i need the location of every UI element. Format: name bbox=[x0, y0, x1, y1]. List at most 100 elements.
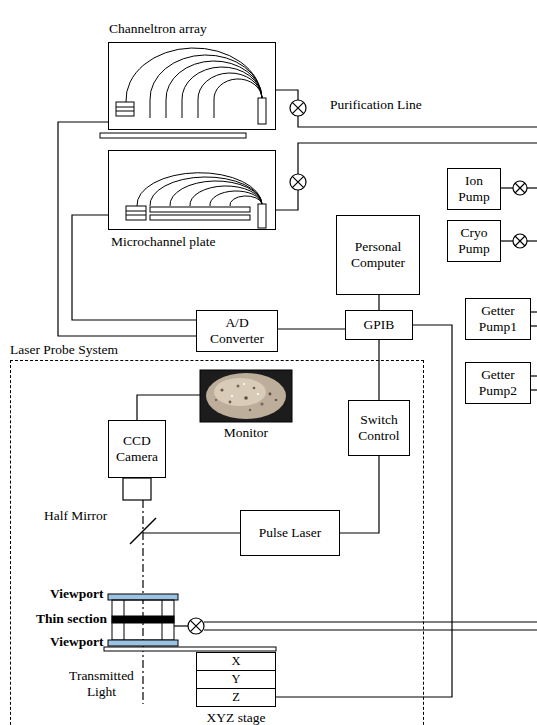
signal-wire bbox=[378, 295, 379, 310]
node-label: Personal Computer bbox=[341, 239, 415, 270]
node-label: Pulse Laser bbox=[259, 525, 322, 541]
connectors bbox=[58, 122, 452, 697]
pump-box: Getter Pump2 bbox=[465, 362, 531, 404]
monitor-picture-part bbox=[249, 409, 251, 411]
monitor-picture-part bbox=[253, 387, 256, 390]
part-label: Half Mirror bbox=[44, 508, 107, 524]
gas-pipes-part bbox=[527, 187, 537, 188]
mcp-internals-part bbox=[230, 196, 262, 206]
gas-pipes-part bbox=[531, 375, 537, 376]
mcp-internals-part bbox=[210, 191, 262, 206]
channeltron-internals-part bbox=[198, 100, 199, 118]
channeltron-internals-part bbox=[116, 107, 134, 108]
mcp-internals-part bbox=[190, 186, 262, 206]
optics-part bbox=[123, 478, 151, 500]
mcp-internals-part bbox=[126, 206, 146, 220]
pump-box: Cryo Pump bbox=[447, 220, 501, 262]
channeltron-internals-part bbox=[182, 67, 262, 100]
pump-box: Ion Pump bbox=[447, 168, 501, 210]
mcp-internals-part bbox=[150, 207, 250, 212]
part-label: Viewport bbox=[50, 634, 104, 650]
optics-part bbox=[142, 500, 143, 704]
node-heading: Channeltron array bbox=[109, 21, 207, 37]
mcp-internals-part bbox=[258, 204, 266, 228]
mcp-internals-part bbox=[170, 181, 262, 206]
monitor-picture bbox=[200, 370, 292, 422]
gas-pipes-part bbox=[527, 240, 537, 241]
monitor-picture-part bbox=[275, 399, 278, 402]
node-label: Getter Pump1 bbox=[470, 303, 526, 334]
gas-pipes-part bbox=[276, 190, 298, 210]
node-label: Y bbox=[231, 672, 240, 686]
sample-chamber-part bbox=[108, 594, 178, 600]
signal-wire bbox=[137, 395, 200, 420]
node-label: Switch Control bbox=[353, 412, 405, 443]
valve-symbol-part bbox=[292, 102, 303, 113]
channeltron-internals-part bbox=[150, 55, 262, 100]
channeltron-internals-part bbox=[116, 102, 134, 116]
valve-symbol-part bbox=[513, 234, 527, 248]
stage-axis: Y bbox=[196, 670, 276, 689]
gas-pipes-part bbox=[204, 629, 537, 630]
gas-pipes-part bbox=[531, 325, 537, 326]
node-label: X bbox=[231, 654, 240, 668]
monitor-picture-part bbox=[231, 395, 233, 397]
channeltron-internals bbox=[100, 48, 266, 138]
gas-pipes-part bbox=[298, 116, 537, 127]
gas-pipes-part bbox=[174, 625, 188, 626]
channeltron-internals-part bbox=[198, 73, 262, 100]
valve-symbol-part bbox=[515, 236, 525, 246]
monitor-picture-part bbox=[206, 373, 286, 419]
valve-symbol-part bbox=[290, 174, 306, 190]
mcp-internals-part bbox=[150, 215, 250, 220]
valve-symbol-part bbox=[513, 181, 527, 195]
part-label: Viewport bbox=[50, 586, 104, 602]
monitor-picture-part bbox=[237, 385, 240, 388]
monitor-picture-part bbox=[220, 388, 223, 391]
valve-symbol-part bbox=[190, 620, 201, 631]
channeltron-internals-part bbox=[126, 48, 262, 102]
camera-box: CCD Camera bbox=[108, 420, 166, 478]
node-label: Ion Pump bbox=[452, 173, 496, 204]
valve-symbol-part bbox=[188, 618, 204, 634]
valve-symbol-part bbox=[290, 100, 306, 116]
laser-box: Pulse Laser bbox=[240, 510, 340, 556]
gas-pipes-part bbox=[276, 90, 298, 100]
node-label: Cryo Pump bbox=[452, 225, 496, 256]
valve-symbol-part bbox=[292, 176, 303, 187]
mcp-internals-part bbox=[126, 215, 146, 216]
node-label: A/D Converter bbox=[201, 315, 273, 346]
monitor-screen: Monitor bbox=[200, 370, 292, 422]
mcp-internals-part bbox=[126, 211, 146, 212]
signal-wire bbox=[58, 122, 196, 336]
channeltron-internals-part bbox=[100, 133, 246, 138]
monitor-picture-part bbox=[260, 402, 263, 405]
node-heading: XYZ stage bbox=[156, 710, 316, 725]
signal-wire bbox=[378, 340, 379, 400]
sample-chamber bbox=[104, 594, 276, 651]
mcp-internals-part bbox=[150, 177, 262, 206]
channeltron-internals-part bbox=[182, 100, 183, 118]
sample-chamber-part bbox=[108, 640, 178, 646]
node-label: Getter Pump2 bbox=[470, 367, 526, 398]
mcp-internals bbox=[126, 173, 266, 228]
gas-pipes-part bbox=[501, 240, 513, 241]
node-label: GPIB bbox=[364, 317, 395, 333]
monitor-picture-part bbox=[200, 370, 292, 422]
gas-pipes-part bbox=[531, 311, 537, 312]
gas-pipes-part bbox=[531, 389, 537, 390]
stage-group: XYZ stageXYZ bbox=[196, 652, 276, 707]
part-label: Transmitted Light bbox=[64, 668, 139, 699]
node-label: Z bbox=[232, 690, 240, 704]
channeltron-internals-part bbox=[166, 61, 262, 100]
sample-chamber-part bbox=[112, 616, 174, 623]
sample-chamber-part bbox=[104, 647, 276, 651]
signal-wire bbox=[340, 456, 379, 533]
monitor-picture-part bbox=[257, 393, 259, 395]
stage-axis: Z bbox=[196, 688, 276, 707]
channeltron-internals-part bbox=[116, 111, 134, 112]
interface-box: GPIB bbox=[345, 310, 413, 340]
monitor-picture-part bbox=[214, 378, 266, 406]
converter-box: A/D Converter bbox=[196, 310, 278, 352]
monitor-picture-part bbox=[244, 396, 248, 400]
